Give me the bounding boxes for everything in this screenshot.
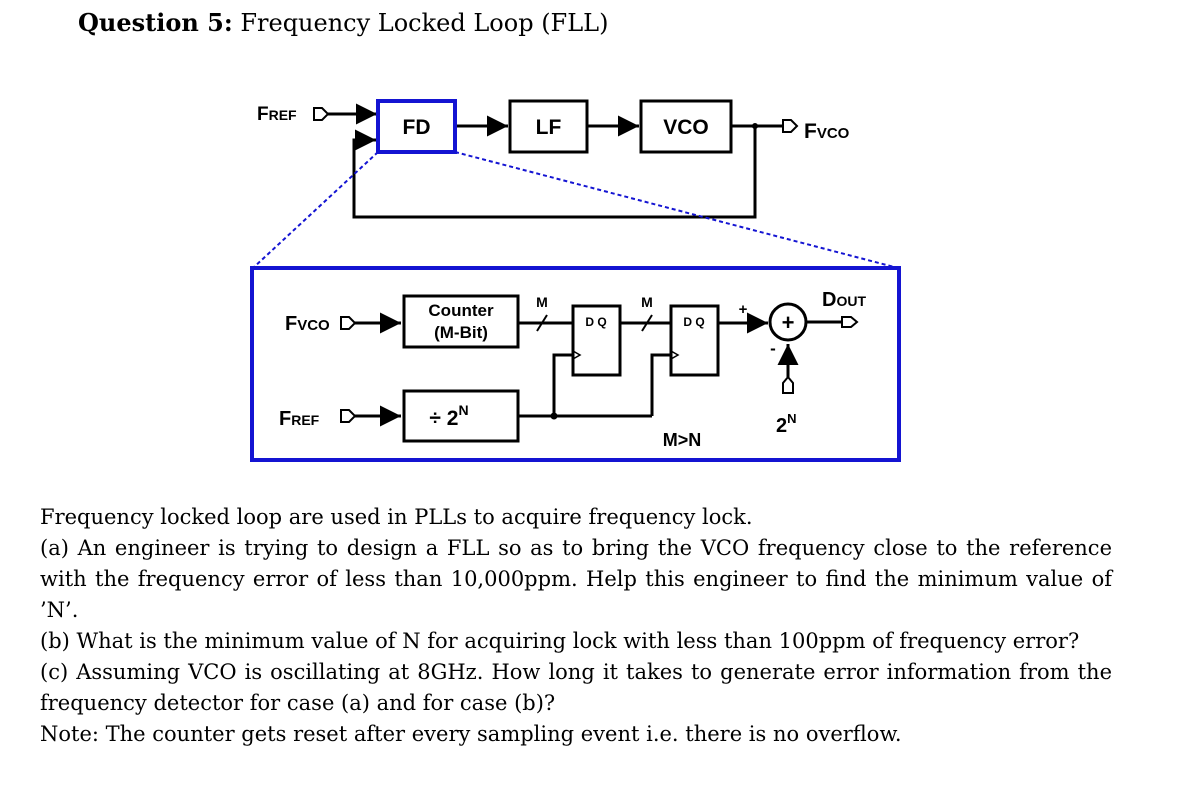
flipflop-2: [669, 304, 720, 377]
constant-port-icon: [782, 375, 794, 394]
note-paragraph: Note: The counter gets reset after every…: [40, 722, 902, 746]
lf-label: LF: [536, 116, 562, 139]
bus-slash-1: [536, 314, 548, 332]
detail-fvco-port-icon: [340, 316, 357, 330]
ff1-pins: D Q: [585, 315, 606, 329]
adder-plus-input-sign: +: [739, 301, 748, 318]
constant-label: 2N: [776, 411, 797, 437]
bus-width-label-2: M: [641, 294, 653, 310]
ff1-clock-wire: [552, 353, 572, 416]
ff2-pins: D Q: [683, 315, 704, 329]
vco-label: VCO: [663, 116, 709, 139]
top-loop: FREF FD LF VCO FVCO: [257, 99, 850, 219]
feedback-wire: [352, 126, 757, 219]
question-text: Frequency locked loop are used in PLLs t…: [40, 502, 1112, 750]
vco-block: [639, 99, 733, 154]
ff2-clock-icon: [670, 350, 680, 360]
adder-symbol: +: [782, 310, 795, 335]
intro-paragraph: Frequency locked loop are used in PLLs t…: [40, 505, 753, 529]
fd-detail: FVCO Counter (M-Bit) M D Q M D Q + + -: [250, 266, 901, 462]
ff1-clock-icon: [572, 350, 582, 360]
fll-diagram: FREF FD LF VCO FVCO FVCO Counter (M-Bit): [250, 99, 901, 462]
part-c-paragraph: (c) Assuming VCO is oscillating at 8GHz.…: [40, 660, 1112, 715]
dout-label: DOUT: [822, 289, 866, 311]
zoom-line-left: [252, 151, 379, 269]
detail-fvco-label: FVCO: [285, 313, 330, 335]
ff2-clock-wire: [650, 353, 670, 416]
question-label: Question 5:: [78, 8, 233, 37]
dout-port-icon: [841, 316, 859, 328]
detail-fref-port-icon: [340, 409, 357, 423]
fref-port-icon: [313, 107, 330, 121]
condition-label: M>N: [663, 430, 702, 450]
divider-label: ÷ 2N: [429, 402, 468, 430]
lf-block: [508, 99, 589, 154]
bus-slash-2: [641, 314, 653, 332]
part-b-paragraph: (b) What is the minimum value of N for a…: [40, 629, 1080, 653]
part-a-paragraph: (a) An engineer is trying to design a FL…: [40, 536, 1112, 622]
counter-label-2: (M-Bit): [434, 323, 488, 342]
flipflop-1: [571, 304, 622, 377]
question-title: Question 5: Frequency Locked Loop (FLL): [78, 8, 608, 37]
fvco-port-icon: [782, 119, 799, 133]
adder-minus-input-sign: -: [770, 339, 776, 358]
fvco-label: FVCO: [804, 120, 850, 143]
fd-label: FD: [403, 116, 431, 139]
question-topic: Frequency Locked Loop (FLL): [240, 9, 609, 37]
fref-label: FREF: [257, 104, 297, 125]
counter-label-1: Counter: [428, 301, 494, 320]
detail-fref-label: FREF: [279, 408, 320, 430]
bus-width-label-1: M: [536, 294, 548, 310]
zoom-line-right: [454, 151, 899, 269]
fd-block: [376, 99, 457, 154]
divider-block: [402, 389, 520, 443]
